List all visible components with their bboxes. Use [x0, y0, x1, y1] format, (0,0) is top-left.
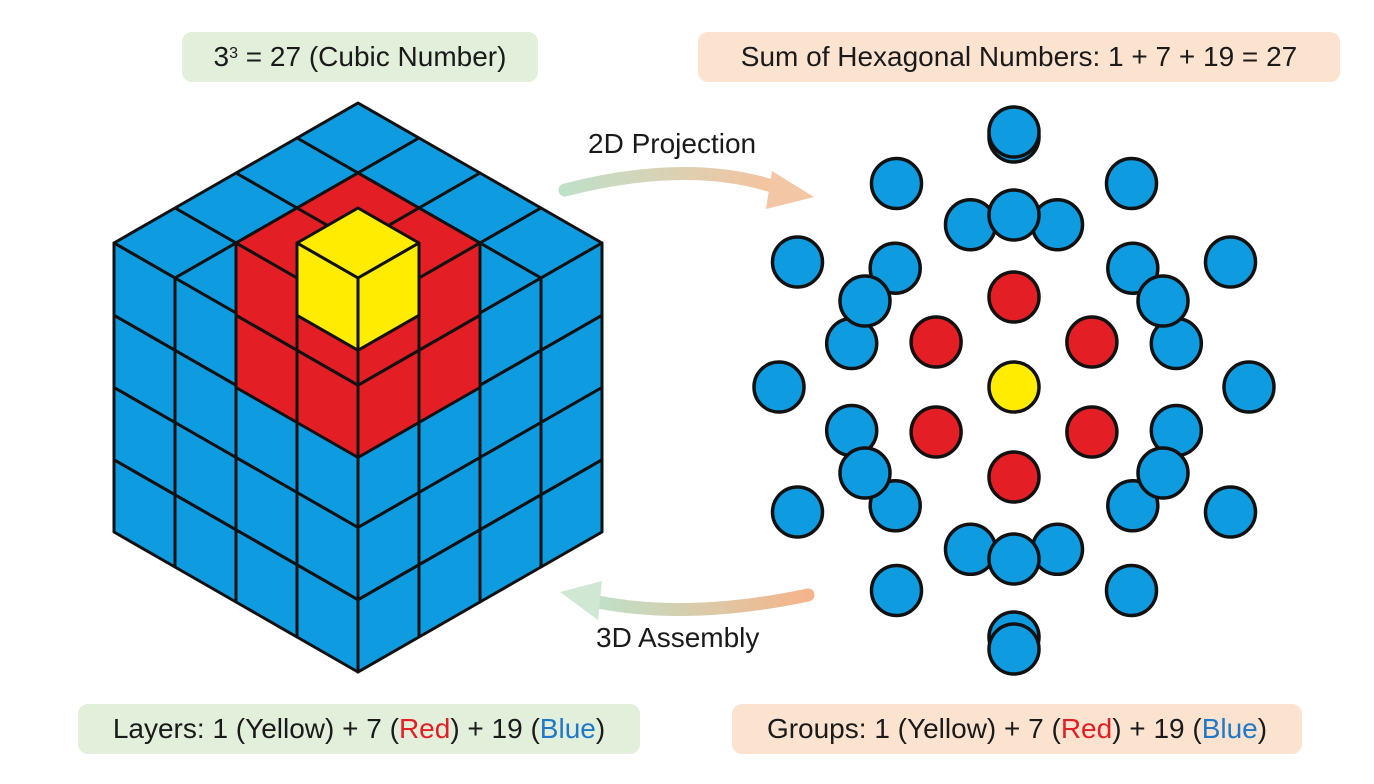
yellow-cube-right — [356, 241, 421, 352]
groups-part1: 1 (Yellow) + 7 ( — [874, 713, 1061, 744]
yellow-dot — [987, 360, 1041, 414]
red-block-right-cell — [417, 313, 482, 424]
assembly-label: 3D Assembly — [596, 622, 760, 653]
groups-red-word: Red — [1060, 713, 1113, 744]
layers-red-word: Red — [398, 713, 451, 744]
blue-dot — [1030, 197, 1085, 252]
groups-blue-word: Blue — [1201, 713, 1258, 744]
cube-title-rest: = 27 (Cubic Number) — [238, 41, 507, 72]
cube-title-base: 3 — [213, 41, 230, 72]
red-dot — [909, 315, 963, 369]
red-dot — [1065, 315, 1119, 369]
layers-caption: Layers: 1 (Yellow) + 7 (Red) + 19 (Blue) — [78, 704, 640, 754]
projection-label: 2D Projection — [588, 128, 757, 159]
hex-title-text: Sum of Hexagonal Numbers: 1 + 7 + 19 = 2… — [740, 41, 1298, 72]
blue-dot — [1203, 485, 1258, 539]
groups-caption: Groups: 1 (Yellow) + 7 (Red) + 19 (Blue) — [732, 704, 1302, 754]
cube-right-cell — [539, 458, 604, 569]
blue-dot — [987, 532, 1041, 586]
layers-part3: ) — [595, 713, 606, 744]
cube-title: 33 = 27 (Cubic Number) — [182, 32, 538, 82]
blue-dot — [1104, 563, 1159, 618]
layers-part1: 1 (Yellow) + 7 ( — [212, 713, 399, 744]
blue-dot — [987, 622, 1041, 676]
blue-dot — [838, 274, 892, 328]
blue-dot — [987, 105, 1041, 159]
blue-dot — [869, 563, 924, 618]
blue-dot — [770, 235, 825, 289]
blue-dot — [752, 360, 806, 414]
blue-dot — [1030, 522, 1085, 577]
blue-dot — [838, 446, 892, 500]
groups-prefix: Groups: — [766, 713, 875, 744]
blue-dot — [943, 197, 998, 252]
blue-dot — [1136, 274, 1190, 328]
projection-arrow — [558, 167, 814, 209]
blue-dot — [770, 485, 825, 539]
blue-dot — [943, 522, 998, 577]
blue-dot — [868, 479, 922, 533]
blue-dot — [1203, 235, 1258, 289]
groups-part3: ) — [1257, 713, 1268, 744]
hexagonal-dots — [752, 105, 1276, 676]
layers-part2: ) + 19 ( — [450, 713, 540, 744]
blue-dot — [1106, 479, 1160, 533]
assembly-arrow — [560, 581, 815, 620]
cube-illustration — [112, 101, 604, 674]
layers-prefix: Layers: — [112, 713, 213, 744]
blue-dot — [868, 241, 922, 295]
groups-part2: ) + 19 ( — [1112, 713, 1202, 744]
blue-dot — [1136, 446, 1190, 500]
blue-dot — [1106, 241, 1160, 295]
cube-title-exponent: 3 — [229, 45, 239, 62]
red-dot — [987, 450, 1041, 504]
layers-blue-word: Blue — [539, 713, 596, 744]
red-dot — [987, 270, 1041, 324]
blue-dot — [1222, 360, 1276, 414]
blue-dot — [869, 156, 924, 211]
blue-dot — [987, 188, 1041, 242]
red-dot — [909, 405, 963, 459]
blue-dot — [1104, 156, 1159, 211]
hex-title: Sum of Hexagonal Numbers: 1 + 7 + 19 = 2… — [698, 32, 1340, 82]
red-dot — [1065, 405, 1119, 459]
